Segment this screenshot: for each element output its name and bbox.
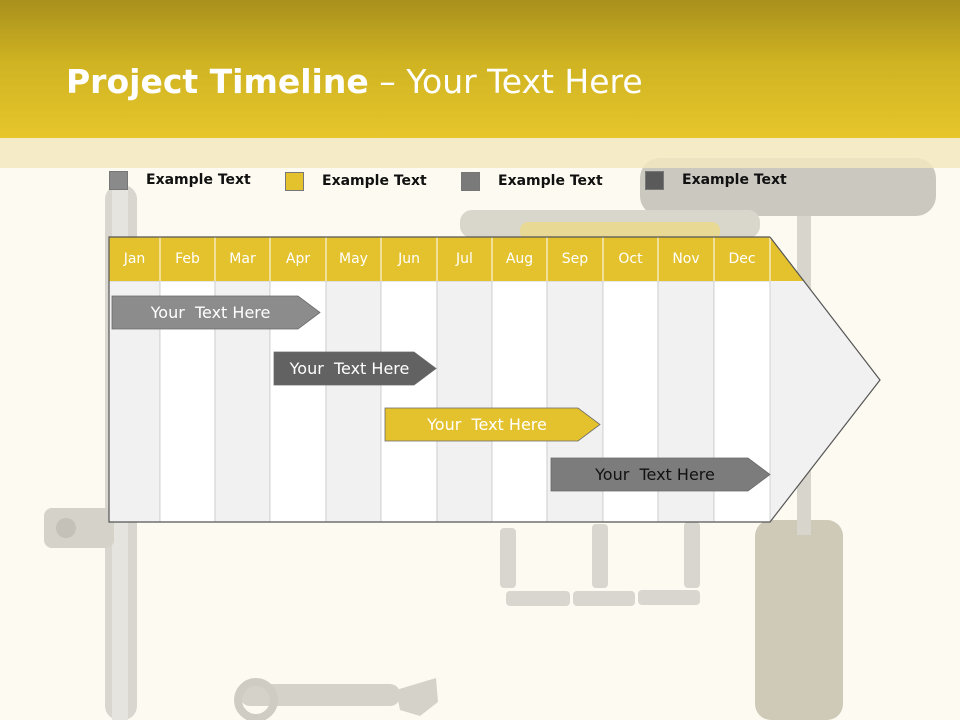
month-label-sep: Sep <box>561 251 589 267</box>
task-bar-1 <box>111 295 321 330</box>
header-band <box>0 0 960 138</box>
task-label-2: Your Text Here <box>289 359 410 378</box>
legend-label-2: Example Text <box>322 173 427 189</box>
month-label-aug: Aug <box>505 251 534 267</box>
month-label-apr: Apr <box>285 251 311 267</box>
legend-label-3: Example Text <box>498 173 603 189</box>
month-column-jul <box>436 280 493 523</box>
month-label-jan: Jan <box>123 251 146 267</box>
task-label-3: Your Text Here <box>427 415 547 434</box>
timeline-frame <box>108 236 881 523</box>
timeline-outline <box>108 236 881 523</box>
task-label-4: Your Text Here <box>595 465 715 484</box>
header-strip <box>0 138 960 168</box>
month-label-mar: Mar <box>229 251 256 267</box>
month-label-jun: Jun <box>398 251 420 267</box>
title-bold: Project Timeline <box>66 62 369 101</box>
legend-swatch-4 <box>645 171 664 190</box>
task-bar-2 <box>273 351 437 386</box>
month-label-oct: Oct <box>618 251 643 267</box>
title-separator: – <box>368 62 407 101</box>
title-rest: Your Text Here <box>406 62 643 101</box>
month-label-jul: Jul <box>456 251 473 267</box>
legend-swatch-3 <box>461 172 480 191</box>
legend-label-4: Example Text <box>682 172 787 188</box>
page-title: Project Timeline – Your Text Here <box>66 60 643 104</box>
task-bar-4 <box>550 457 771 492</box>
month-column-may <box>325 280 382 523</box>
legend-swatch-1 <box>109 171 128 190</box>
month-label-dec: Dec <box>728 251 756 267</box>
legend-swatch-2 <box>285 172 304 191</box>
month-label-feb: Feb <box>175 251 200 267</box>
month-column-aug <box>491 280 548 523</box>
timeline-bars <box>111 295 771 492</box>
legend-label-1: Example Text <box>146 172 251 188</box>
month-label-may: May <box>339 251 368 267</box>
month-header-band <box>109 237 804 281</box>
arrow-head-fill <box>770 237 880 522</box>
task-label-1: Your Text Here <box>150 303 271 322</box>
month-column-jun <box>380 280 438 523</box>
task-bar-3 <box>384 407 601 442</box>
month-label-nov: Nov <box>672 251 700 267</box>
